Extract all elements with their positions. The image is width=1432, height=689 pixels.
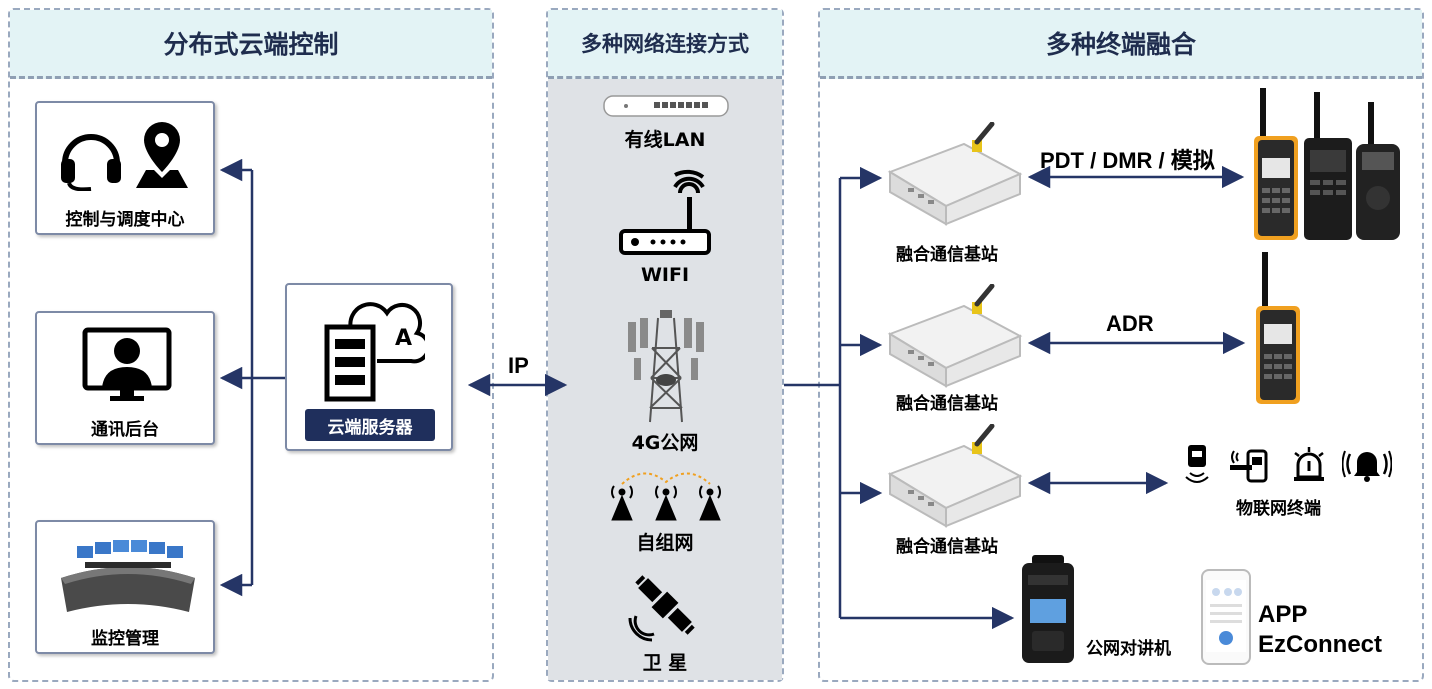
monitor-mgmt-label: 监控管理 bbox=[91, 629, 159, 649]
protocol-1-label: PDT / DMR / 模拟 bbox=[1040, 148, 1215, 173]
iot-terminals-label: 物联网终端 bbox=[1236, 499, 1321, 519]
app-label-line1: APP bbox=[1258, 601, 1308, 628]
dmr-radios-icon bbox=[1254, 88, 1400, 240]
access-card-icon bbox=[1230, 449, 1268, 483]
base-station-1-label: 融合通信基站 bbox=[896, 245, 998, 265]
cell-label: 4G公网 bbox=[631, 432, 699, 454]
protocol-2-label: ADR bbox=[1106, 311, 1154, 336]
left-panel-title: 分布式云端控制 bbox=[10, 10, 492, 79]
base-station-3-label: 融合通信基站 bbox=[896, 537, 998, 557]
ip-label: IP bbox=[508, 353, 529, 378]
mesh-network-icon bbox=[611, 472, 721, 521]
bell-alarm-icon bbox=[1342, 450, 1392, 482]
satellite-label: 卫 星 bbox=[642, 652, 688, 674]
left-panel: 分布式云端控制 bbox=[8, 8, 494, 682]
control-center-label: 控制与调度中心 bbox=[65, 210, 185, 230]
iot-sensor-icon bbox=[1185, 445, 1209, 483]
alarm-light-icon bbox=[1294, 447, 1324, 481]
base-station-2-icon bbox=[887, 284, 1023, 388]
cloud-server-icon: A bbox=[324, 302, 425, 402]
location-pin-icon bbox=[136, 122, 188, 188]
poc-radio-label: 公网对讲机 bbox=[1086, 639, 1171, 659]
comm-backend-card[interactable]: 通讯后台 bbox=[35, 311, 215, 445]
middle-panel-title: 多种网络连接方式 bbox=[548, 10, 782, 79]
base-station-3-icon bbox=[887, 424, 1023, 528]
monitor-mgmt-card[interactable]: 监控管理 bbox=[35, 520, 215, 654]
base-station-1-icon bbox=[887, 122, 1023, 226]
control-center-card[interactable]: 控制与调度中心 bbox=[35, 101, 215, 235]
cloud-server-button[interactable]: 云端服务器 bbox=[305, 409, 435, 441]
monitor-user-icon bbox=[82, 327, 172, 401]
right-panel-title: 多种终端融合 bbox=[820, 10, 1422, 79]
lan-label: 有线LAN bbox=[624, 129, 706, 151]
satellite-icon bbox=[628, 575, 695, 642]
cell-tower-icon bbox=[628, 310, 704, 423]
comm-backend-label: 通讯后台 bbox=[91, 420, 159, 440]
lan-switch-icon bbox=[603, 95, 729, 117]
app-label-line2: EzConnect bbox=[1258, 631, 1383, 658]
adr-radio-icon bbox=[1256, 252, 1300, 404]
wifi-router-icon bbox=[619, 169, 711, 255]
cloud-letter: A bbox=[395, 326, 412, 351]
control-console-icon bbox=[61, 540, 195, 612]
headset-icon bbox=[61, 134, 121, 191]
poc-radio-icon bbox=[1022, 555, 1074, 663]
app-phone-icon bbox=[1201, 569, 1251, 665]
wifi-label: WIFI bbox=[640, 264, 690, 286]
base-station-2-label: 融合通信基站 bbox=[896, 394, 998, 414]
right-panel: 多种终端融合 bbox=[818, 8, 1424, 682]
mesh-label: 自组网 bbox=[636, 532, 694, 554]
middle-panel: 多种网络连接方式 bbox=[546, 8, 784, 682]
cloud-server-card[interactable]: A 云端服务器 bbox=[285, 283, 453, 451]
